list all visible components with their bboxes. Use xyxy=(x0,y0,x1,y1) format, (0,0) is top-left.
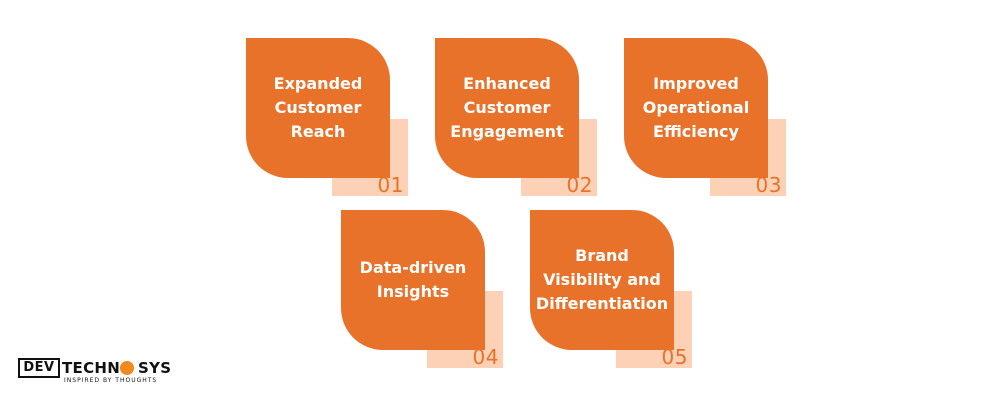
card-title: Improved Operational Efficiency xyxy=(642,74,750,141)
card-title: Expanded Customer Reach xyxy=(273,74,363,141)
card-panel: Data-driven Insights xyxy=(341,210,485,350)
benefit-card-2: Enhanced Customer Engagement 02 xyxy=(435,38,597,197)
benefit-card-5: Brand Visibility and Differentiation 05 xyxy=(530,210,692,369)
card-number: 05 xyxy=(661,345,688,369)
card-number: 03 xyxy=(755,173,782,197)
card-panel: Improved Operational Efficiency xyxy=(624,38,768,178)
benefit-card-3: Improved Operational Efficiency 03 xyxy=(624,38,786,197)
card-title: Data-driven Insights xyxy=(359,258,467,301)
gear-icon xyxy=(120,361,134,375)
card-number: 01 xyxy=(377,173,404,197)
card-panel: Brand Visibility and Differentiation xyxy=(530,210,674,350)
card-number: 02 xyxy=(566,173,593,197)
logo-sys-text: SYS xyxy=(138,359,172,377)
logo-techno-text: TECHNO xyxy=(62,359,134,377)
card-number: 04 xyxy=(472,345,499,369)
logo-dev-mark: DEV xyxy=(18,358,60,378)
benefit-card-4: Data-driven Insights 04 xyxy=(341,210,503,369)
card-panel: Enhanced Customer Engagement xyxy=(435,38,579,178)
logo-tagline: INSPIRED BY THOUGHTS xyxy=(64,377,158,384)
card-title: Brand Visibility and Differentiation xyxy=(535,246,669,313)
company-logo: DEV TECHNO SYS INSPIRED BY THOUGHTS xyxy=(18,358,178,384)
card-title: Enhanced Customer Engagement xyxy=(450,74,564,141)
card-panel: Expanded Customer Reach xyxy=(246,38,390,178)
benefit-card-1: Expanded Customer Reach 01 xyxy=(246,38,408,197)
